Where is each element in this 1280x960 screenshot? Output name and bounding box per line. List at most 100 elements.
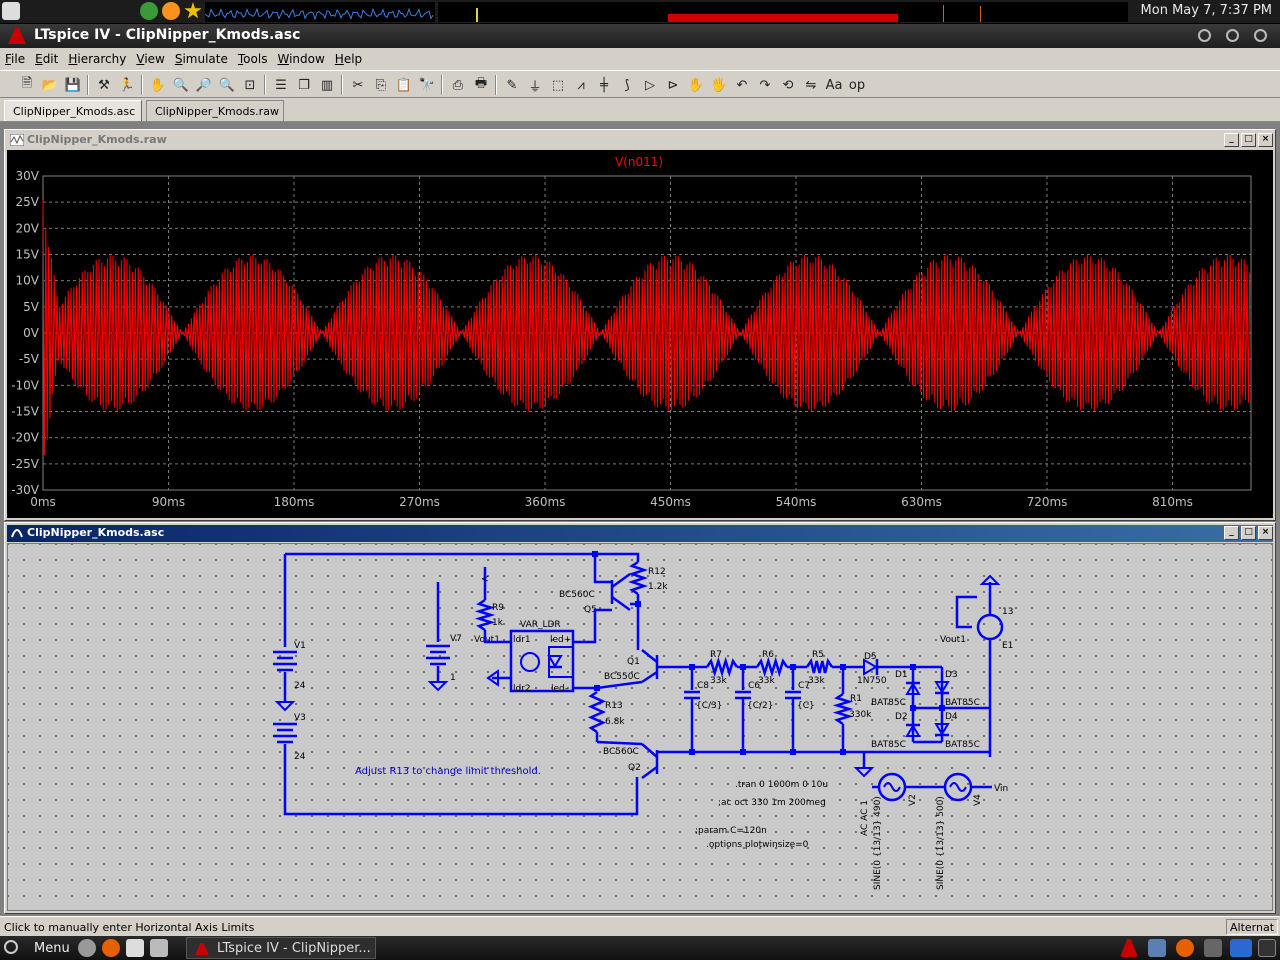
print-setup-icon[interactable]: ⎙	[452, 77, 464, 93]
schematic-maximize-button[interactable]: □	[1241, 526, 1256, 540]
resistor-icon[interactable]: ⩘	[577, 77, 585, 93]
ltspice-icon	[8, 28, 26, 44]
tile-vertical-icon[interactable]: ▥	[320, 77, 334, 93]
waveform-maximize-button[interactable]: □	[1241, 133, 1256, 147]
print-icon[interactable]: 🖶	[474, 76, 488, 91]
close-button[interactable]	[1254, 29, 1267, 42]
schematic-drawing[interactable]: V124V324V71R91kVout1VAR_LDRldr1ldr2led+l…	[8, 544, 1274, 912]
copy-icon[interactable]: ⎘	[375, 77, 387, 93]
rotate-icon[interactable]: ⟲	[782, 77, 794, 93]
text-icon[interactable]: Aa	[825, 77, 843, 93]
y-tick-label: 20V	[16, 221, 40, 235]
menu-hierarchy[interactable]: Hierarchy	[68, 52, 127, 66]
schematic-label: 330k	[849, 710, 872, 720]
system-clock[interactable]: Mon May 7, 7:37 PM	[1140, 3, 1272, 18]
waveform-close-button[interactable]: ×	[1258, 133, 1273, 147]
transistor-q1	[641, 670, 658, 684]
schematic-label: Q1	[627, 657, 640, 667]
calculator-icon[interactable]	[150, 939, 168, 957]
menu-help[interactable]: Help	[334, 52, 363, 66]
tile-horizontal-icon[interactable]: ☰	[275, 77, 287, 93]
menu-edit[interactable]: Edit	[35, 52, 59, 66]
undo-icon[interactable]: ↶	[736, 77, 748, 93]
schematic-minimize-button[interactable]: _	[1224, 526, 1239, 540]
label-net-icon[interactable]: ⬚	[551, 77, 565, 93]
ground-icon[interactable]: ⏚	[528, 79, 542, 95]
ltspice-tray-icon[interactable]	[1120, 939, 1138, 957]
menu-window[interactable]: Window	[277, 52, 325, 66]
move-icon[interactable]: ✋	[687, 77, 705, 93]
schematic-label: 1k	[492, 618, 504, 628]
waveform-plot[interactable]: V(n011)30V25V20V15V10V5V0V-5V-10V-15V-20…	[7, 150, 1273, 518]
halt-icon[interactable]: ✋	[149, 77, 167, 93]
desktop-switch-icon[interactable]	[2, 2, 20, 20]
draw-wire-icon[interactable]: ✎	[506, 77, 518, 93]
save-icon[interactable]: 💾	[64, 77, 82, 93]
run-icon[interactable]: 🏃	[118, 77, 136, 93]
ldr-symbol	[520, 652, 540, 672]
mirror-icon[interactable]: ⇋	[805, 77, 817, 93]
diode-icon[interactable]: ▷	[645, 77, 655, 93]
play-icon[interactable]	[140, 2, 158, 20]
schematic-label: BAT85C	[945, 740, 980, 750]
new-schematic-icon[interactable]: 🗎	[21, 76, 33, 91]
control-panel-icon[interactable]: ⚒	[98, 77, 110, 93]
ltspice-icon	[195, 943, 209, 955]
zoom-fit-icon[interactable]: ⊡	[244, 77, 256, 93]
spice-directive-icon[interactable]: op	[848, 77, 866, 93]
zoom-out-icon[interactable]: 🔎	[195, 77, 213, 93]
component-icon[interactable]: ⊳	[667, 77, 679, 93]
system-top-panel: Mon May 7, 7:37 PM	[0, 0, 1280, 24]
minimize-button[interactable]	[1198, 29, 1211, 42]
menu-file[interactable]: File	[5, 52, 26, 66]
schematic-label: 6.8k	[605, 717, 625, 727]
maximize-button[interactable]	[1226, 29, 1239, 42]
schematic-label: Vin	[994, 784, 1008, 794]
settings-icon[interactable]	[78, 939, 96, 957]
schematic-window-title-bar[interactable]: ClipNipper_Kmods.asc _ □ ×	[7, 525, 1273, 542]
schematic-label: BC560C	[603, 747, 639, 757]
tab-waveform[interactable]: ClipNipper_Kmods.raw	[146, 100, 284, 121]
cascade-icon[interactable]: ❐	[298, 77, 310, 93]
text-editor-icon[interactable]	[126, 939, 144, 957]
inductor-icon[interactable]: ⟆	[624, 77, 630, 93]
ltspice-active-icon[interactable]	[1230, 939, 1252, 957]
star-icon[interactable]	[184, 2, 202, 19]
window-icon[interactable]	[1204, 939, 1222, 957]
window-title-bar[interactable]: LTspice IV - ClipNipper_Kmods.asc	[0, 24, 1280, 48]
find-icon[interactable]: 🔭	[418, 77, 436, 93]
storage-icon[interactable]	[1148, 939, 1166, 957]
cut-icon[interactable]: ✂	[352, 77, 364, 93]
schematic-label: D5	[864, 652, 877, 662]
zoom-in-icon[interactable]: 🔍	[172, 77, 190, 93]
taskbar-ltspice-item[interactable]: LTspice IV - ClipNipper...	[186, 937, 376, 959]
ground-v2	[853, 767, 875, 778]
waveform-minimize-button[interactable]: _	[1224, 133, 1239, 147]
zoom-pan-icon[interactable]: 🔍	[218, 77, 236, 93]
menu-view[interactable]: View	[136, 52, 165, 66]
drag-icon[interactable]: 🖐	[710, 77, 728, 93]
wire-r12-top	[595, 552, 640, 562]
capacitor-icon[interactable]: ╪	[600, 77, 608, 93]
schematic-label: BC560C	[559, 590, 595, 600]
redo-icon[interactable]: ↷	[759, 77, 771, 93]
bitcoin-icon[interactable]	[162, 2, 180, 20]
waveform-window-title-bar[interactable]: ClipNipper_Kmods.raw _ □ ×	[7, 132, 1273, 149]
firefox-icon[interactable]	[102, 939, 120, 957]
open-icon[interactable]: 📂	[41, 77, 59, 93]
menu-tools[interactable]: Tools	[237, 52, 268, 66]
terminal-icon[interactable]	[1258, 939, 1276, 957]
resistor-r13	[587, 690, 607, 734]
menu-simulate[interactable]: Simulate	[174, 52, 228, 66]
paste-icon[interactable]: 📋	[395, 77, 413, 93]
firefox-tray-icon[interactable]	[1176, 939, 1194, 957]
ground-v7	[427, 681, 449, 692]
start-menu-button[interactable]: Menu	[4, 940, 70, 956]
schematic-label: R5	[812, 650, 824, 660]
resistor-r1	[832, 692, 854, 726]
toolbar-separator	[441, 75, 443, 95]
schematic-close-button[interactable]: ×	[1258, 526, 1273, 540]
tab-schematic[interactable]: ClipNipper_Kmods.asc	[4, 100, 142, 121]
